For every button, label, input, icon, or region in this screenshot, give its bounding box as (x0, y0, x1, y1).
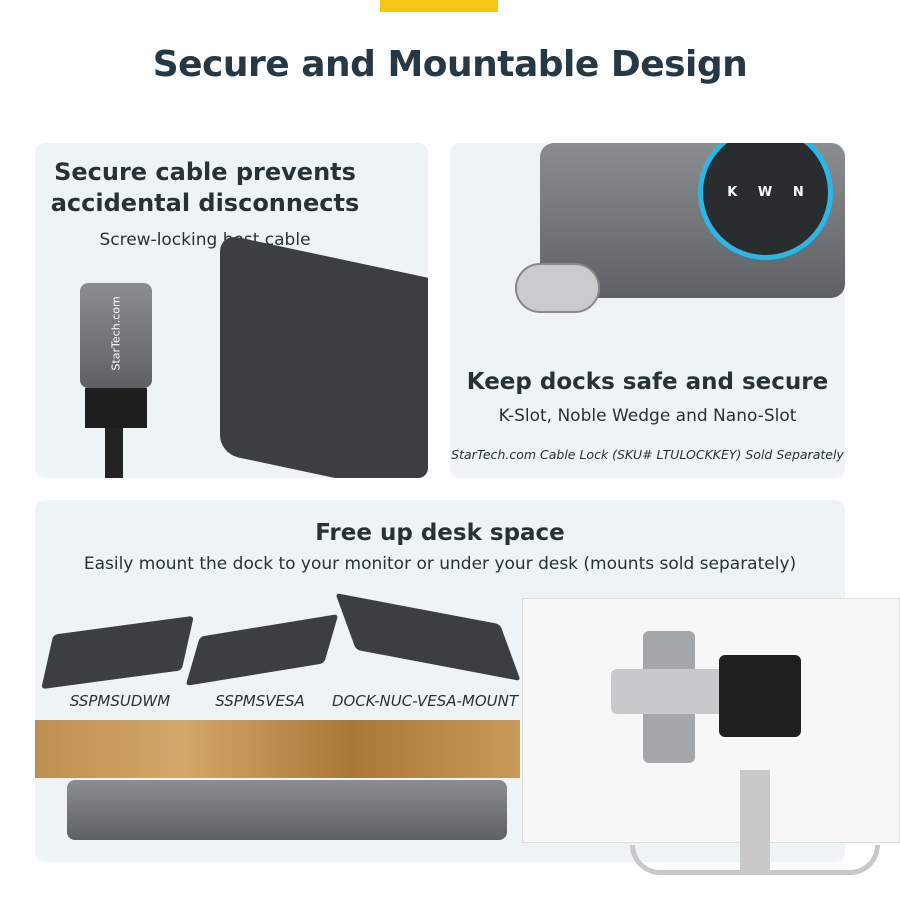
lock-heading: Keep docks safe and secure (466, 369, 829, 395)
mount-heading: Free up desk space (315, 520, 565, 546)
secure-cable-panel: Secure cable prevents accidental disconn… (35, 143, 428, 478)
cable-heading-line1: Secure cable prevents (54, 158, 356, 186)
cable-heading-line2: accidental disconnects (50, 189, 360, 217)
mount-plate-image-3 (335, 593, 521, 681)
usb-c-connector-image: StarTech.com (80, 283, 152, 388)
dock-image (220, 233, 428, 478)
mount-label-2: SSPMSVESA (215, 692, 305, 710)
mount-label-1: SSPMSUDWM (69, 692, 171, 710)
vesa-plate-image (719, 655, 801, 737)
k-slot-label: K (727, 185, 738, 200)
screw-lock-image (85, 388, 147, 428)
monitor-back-image (522, 598, 900, 843)
cable-subheading: Screw-locking host cable (99, 230, 311, 250)
monitor-base-image (630, 845, 880, 875)
accent-bar (380, 0, 498, 12)
cable-lock-image (515, 263, 600, 313)
cable-brand-label: StarTech.com (109, 296, 123, 371)
cable-heading: Secure cable prevents accidental disconn… (35, 157, 375, 219)
lock-subheading: K-Slot, Noble Wedge and Nano-Slot (498, 406, 797, 426)
desk-wood-image (35, 720, 520, 778)
security-slots-callout: K W N (698, 143, 833, 260)
w-slot-label: W (757, 185, 773, 200)
cable-image (105, 428, 123, 478)
mounted-dock-image (611, 669, 739, 714)
mount-plate-image-1 (41, 615, 194, 690)
mount-plate-image-2 (185, 614, 339, 686)
n-slot-label: N (792, 185, 804, 200)
mount-label-3: DOCK-NUC-VESA-MOUNT (331, 692, 519, 710)
page-title: Secure and Mountable Design (152, 44, 748, 85)
under-desk-dock-image (67, 780, 507, 840)
lock-note: StarTech.com Cable Lock (SKU# LTULOCKKEY… (451, 447, 844, 462)
mount-subheading: Easily mount the dock to your monitor or… (83, 554, 797, 574)
dock-lock-panel: K W N Keep docks safe and secure K-Slot,… (450, 143, 845, 478)
